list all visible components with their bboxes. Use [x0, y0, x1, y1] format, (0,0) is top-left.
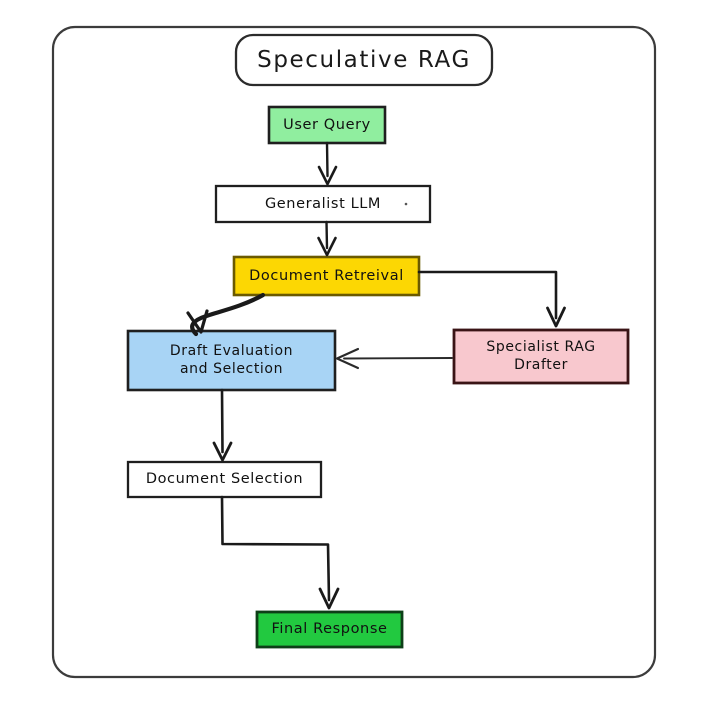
stray-dot-mark: [404, 202, 408, 206]
edge-user-query-to-generalist-llm: [317, 141, 338, 186]
outer-frame: [51, 25, 657, 679]
title-box: [234, 33, 494, 87]
node-draft-evaluation-and-selection[interactable]: [126, 329, 337, 392]
edge-specialist-rag-drafter-to-draft-evaluation: [335, 347, 453, 370]
node-user-query[interactable]: [267, 105, 387, 145]
edge-document-retreival-to-draft-evaluation: [186, 292, 266, 337]
node-document-selection[interactable]: [126, 460, 323, 499]
edge-generalist-llm-to-document-retreival: [317, 220, 337, 257]
node-specialist-rag-drafter[interactable]: [452, 328, 630, 385]
node-final-response[interactable]: [255, 610, 404, 649]
node-document-retreival[interactable]: [232, 255, 421, 297]
edge-document-retreival-to-specialist-rag-drafter: [417, 270, 566, 328]
edge-document-selection-to-final-response: [220, 495, 340, 610]
node-generalist-llm[interactable]: [214, 184, 432, 224]
edge-draft-evaluation-to-document-selection: [212, 388, 233, 462]
